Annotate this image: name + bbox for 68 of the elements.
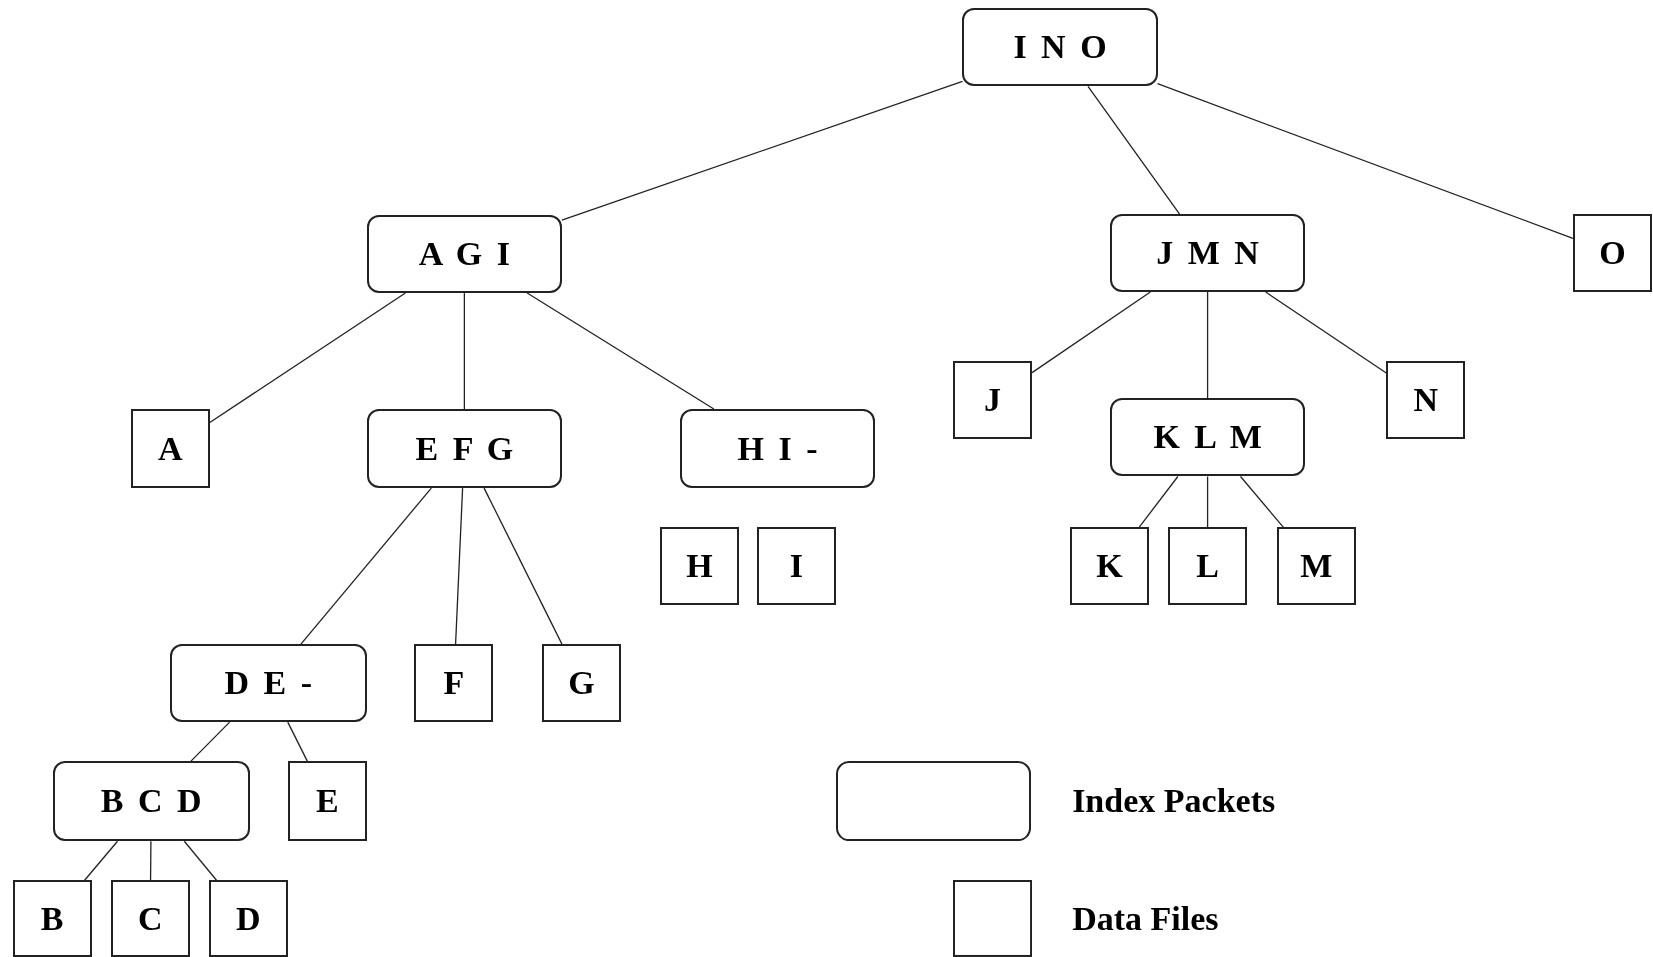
node-label: K bbox=[1096, 549, 1123, 584]
index-packet-box bbox=[169, 644, 367, 723]
connector-line bbox=[1239, 475, 1284, 528]
connector-line bbox=[1206, 291, 1209, 400]
data-file-box bbox=[1386, 360, 1466, 439]
data-file-box bbox=[541, 644, 621, 723]
index-packet-box bbox=[52, 761, 250, 842]
data-file-box bbox=[1276, 527, 1356, 606]
node-label: D E - bbox=[224, 666, 313, 701]
data-file-box bbox=[208, 880, 288, 957]
connector-line bbox=[149, 840, 152, 881]
node-label: J M N bbox=[1156, 236, 1259, 270]
connector-line bbox=[454, 487, 464, 645]
data-file-box bbox=[130, 409, 210, 489]
data-file-box bbox=[1572, 214, 1652, 292]
data-file-box bbox=[287, 761, 367, 842]
connector-line bbox=[300, 487, 432, 645]
node-label: E bbox=[316, 784, 339, 819]
connector-line bbox=[83, 840, 119, 881]
connector-line bbox=[526, 292, 715, 410]
connector-line bbox=[1138, 475, 1179, 528]
connector-line bbox=[1087, 85, 1181, 215]
connector-line bbox=[561, 80, 964, 221]
legend-label: Data Files bbox=[1072, 901, 1219, 936]
data-file-box bbox=[756, 527, 836, 606]
node-label: M bbox=[1300, 549, 1333, 584]
node-label: N bbox=[1413, 382, 1439, 417]
index-packet-box bbox=[366, 215, 562, 294]
node-label: D bbox=[235, 901, 261, 936]
data-file-box bbox=[659, 527, 739, 606]
connector-line bbox=[1031, 291, 1151, 374]
index-packet-box bbox=[366, 409, 562, 489]
data-file-box bbox=[1070, 527, 1150, 606]
connector-line bbox=[1206, 475, 1209, 528]
connector-line bbox=[483, 487, 563, 645]
node-label: G bbox=[568, 666, 595, 701]
index-packet-box bbox=[1110, 214, 1306, 292]
node-label: A bbox=[157, 431, 183, 466]
connector-line bbox=[287, 721, 308, 762]
data-file-box bbox=[1168, 527, 1248, 606]
legend-label: Index Packets bbox=[1072, 784, 1276, 819]
index-packet-box bbox=[679, 409, 875, 489]
index-packet-box bbox=[1110, 398, 1306, 477]
node-label: I N O bbox=[1013, 30, 1107, 65]
node-label: E F G bbox=[415, 431, 514, 466]
connector-line bbox=[463, 292, 466, 410]
node-label: A G I bbox=[418, 237, 511, 272]
node-label: O bbox=[1599, 236, 1626, 270]
node-label: L bbox=[1196, 549, 1219, 584]
node-label: I bbox=[789, 549, 804, 584]
node-label: C bbox=[137, 901, 163, 936]
node-label: B bbox=[40, 901, 64, 936]
connector-line bbox=[1156, 83, 1574, 239]
connector-line bbox=[183, 840, 218, 881]
node-label: F bbox=[443, 666, 465, 701]
data-file-box bbox=[953, 360, 1033, 439]
node-label: B C D bbox=[100, 784, 202, 819]
node-label: H bbox=[686, 549, 713, 584]
node-label: J bbox=[984, 382, 1002, 417]
node-label: K L M bbox=[1153, 420, 1262, 455]
data-file-box bbox=[12, 880, 92, 957]
data-file-box bbox=[414, 644, 494, 723]
data-file-box bbox=[110, 880, 190, 957]
connector-line bbox=[190, 721, 231, 762]
index-packet-box bbox=[962, 8, 1158, 87]
node-label: H I - bbox=[737, 431, 818, 466]
connector-line bbox=[209, 292, 407, 424]
connector-line bbox=[1265, 291, 1387, 374]
